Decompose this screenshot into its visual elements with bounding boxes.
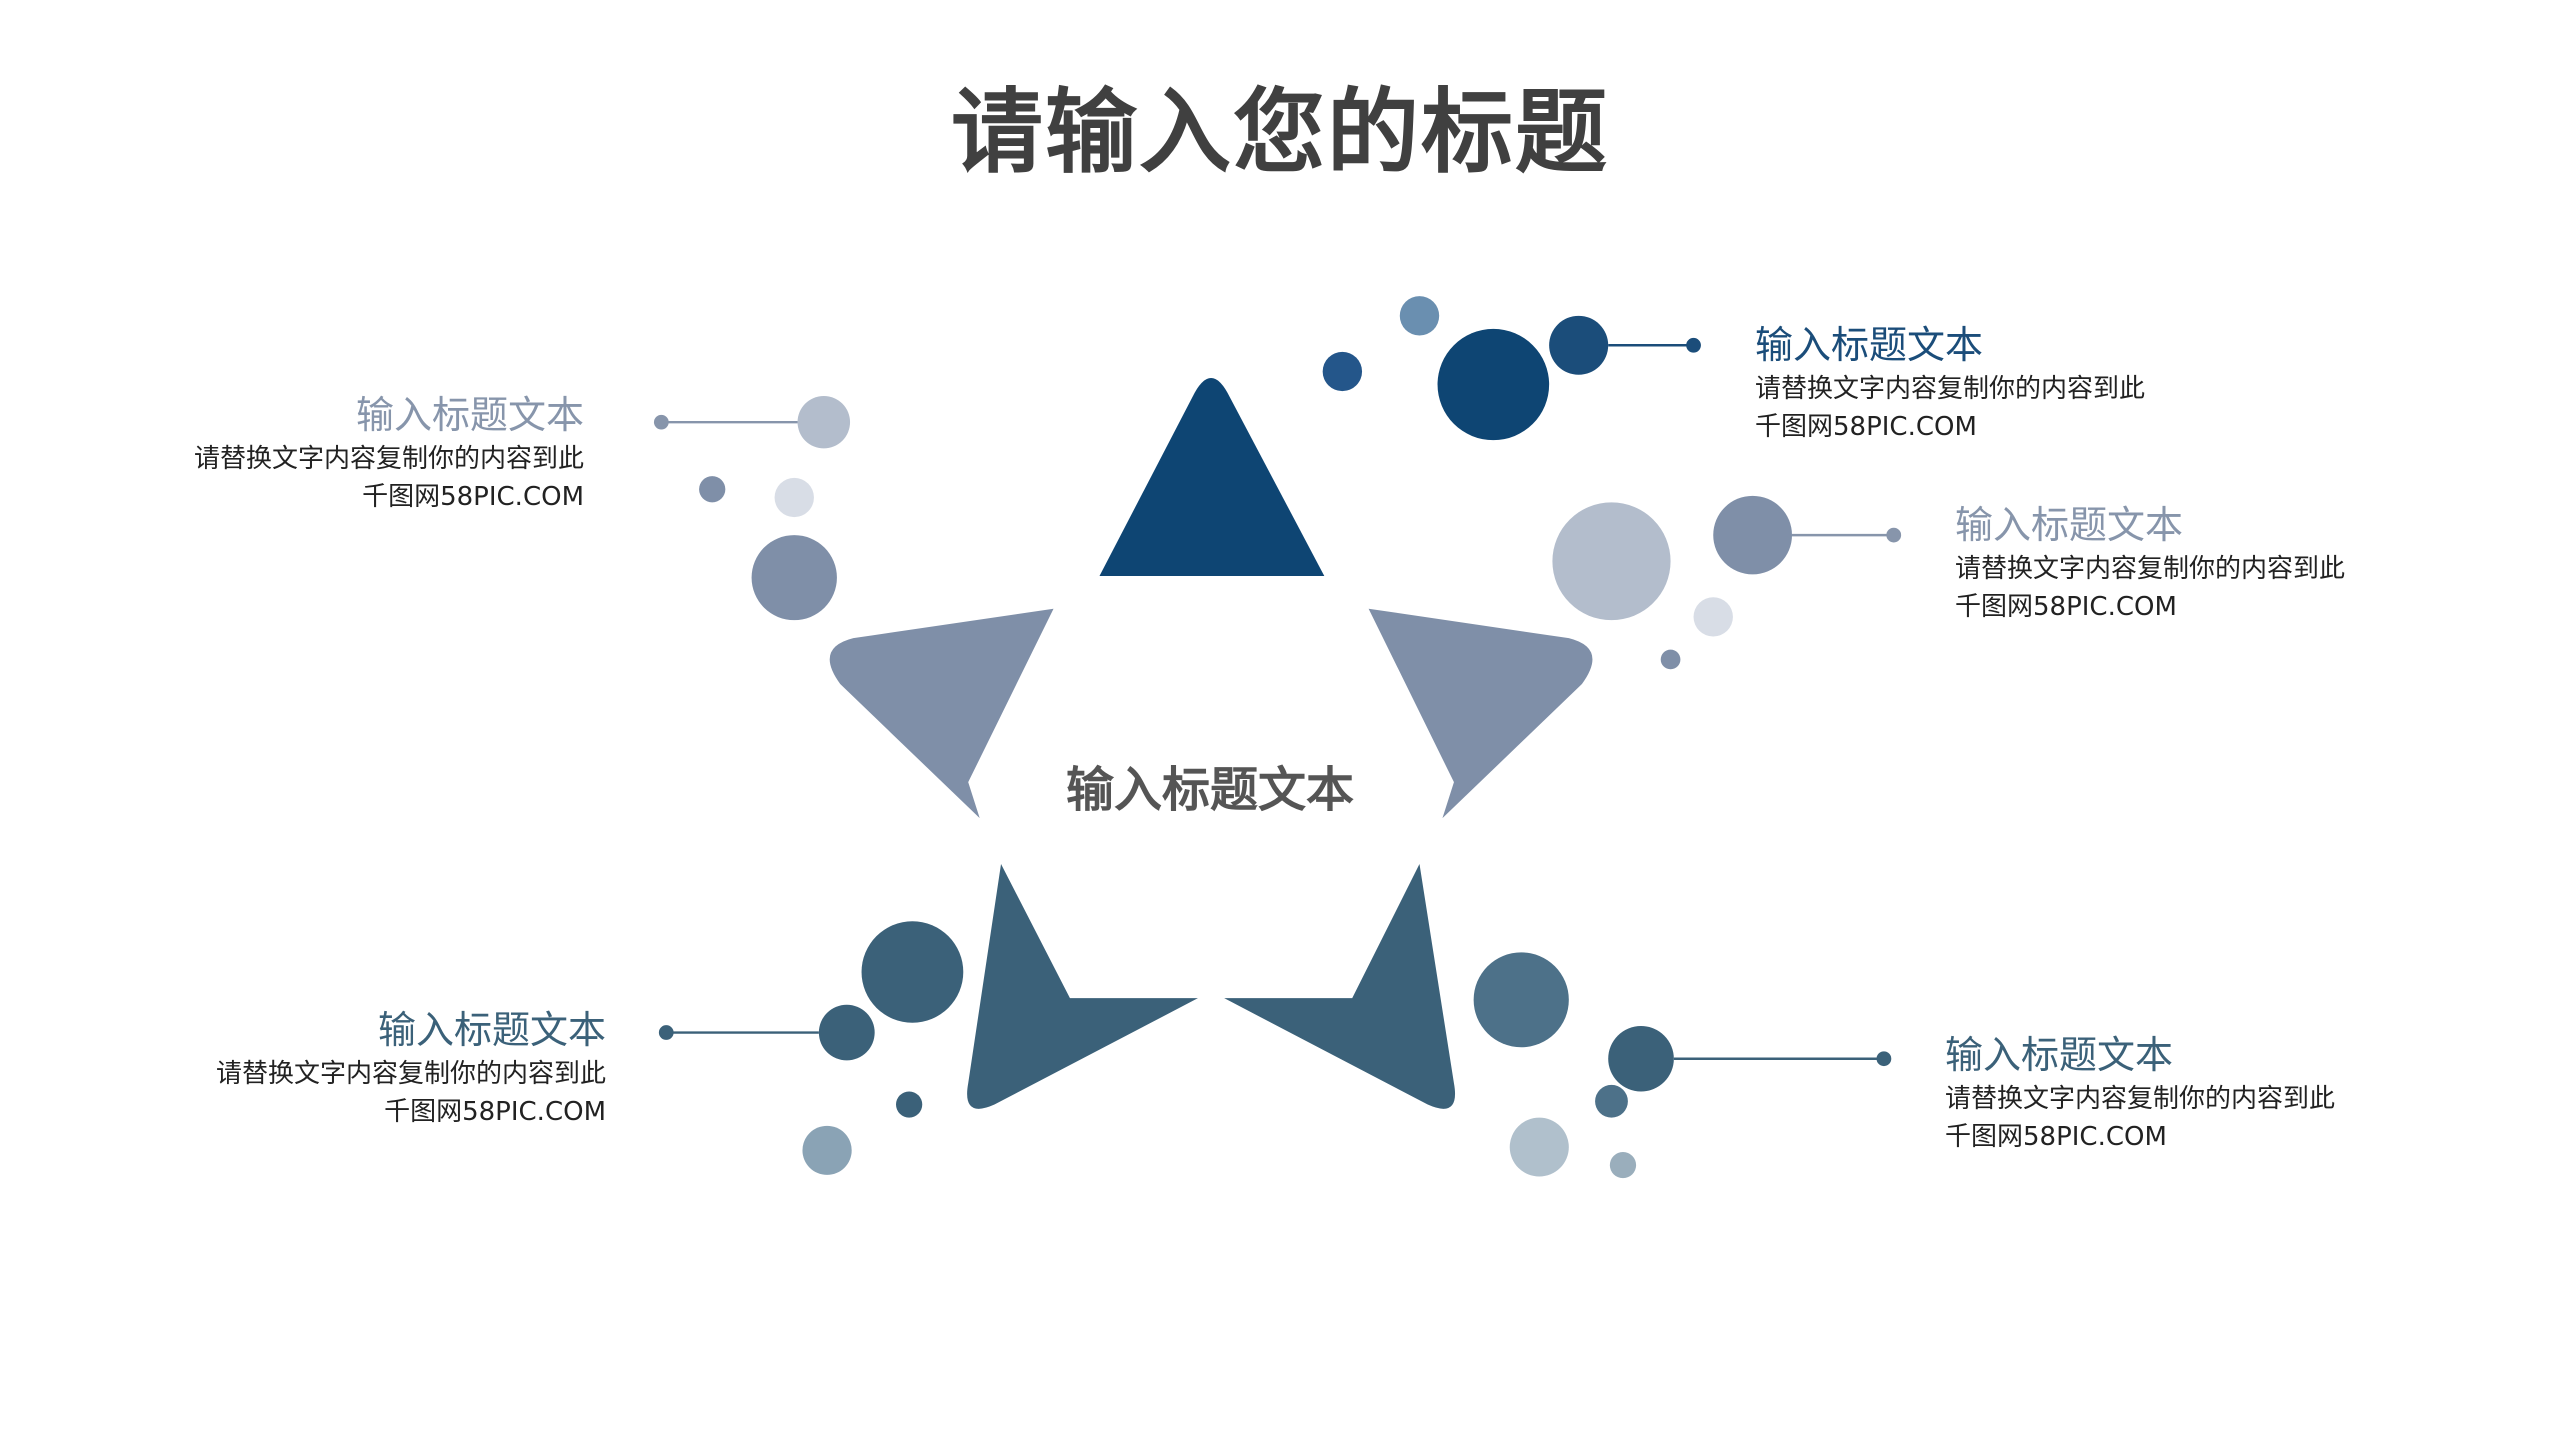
bubble — [1609, 1152, 1637, 1179]
block-source: 千图网58PIC.COM — [1755, 412, 1977, 442]
bubble — [1595, 1084, 1628, 1118]
block-heading: 输入标题文本 — [1955, 503, 2184, 547]
connector-dot — [1886, 527, 1902, 543]
block-heading: 输入标题文本 — [1755, 323, 1984, 367]
bubble — [1322, 351, 1363, 392]
connector-dot — [658, 1025, 674, 1040]
bubble — [1473, 952, 1569, 1048]
connector-dot — [653, 414, 669, 430]
bubble — [1552, 502, 1671, 621]
block-source: 千图网58PIC.COM — [1955, 592, 2177, 622]
block-desc: 请替换文字内容复制你的内容到此 — [193, 444, 584, 474]
block-desc: 请替换文字内容复制你的内容到此 — [1755, 374, 2146, 404]
bubble — [802, 1125, 852, 1175]
bubble — [1693, 597, 1733, 637]
connector-dot — [1876, 1051, 1892, 1067]
bubble — [774, 477, 814, 518]
star-arm-bottom-right — [1224, 864, 1456, 1109]
bubble — [1713, 495, 1792, 575]
block-desc: 请替换文字内容复制你的内容到此 — [1955, 554, 2346, 584]
star-arm-left — [829, 608, 1054, 819]
text-block-right-middle: 输入标题文本 请替换文字内容复制你的内容到此 千图网58PIC.COM — [1955, 500, 2515, 626]
text-block-right-top: 输入标题文本 请替换文字内容复制你的内容到此 千图网58PIC.COM — [1755, 320, 2315, 446]
connector-dot — [1686, 337, 1701, 353]
block-desc: 请替换文字内容复制你的内容到此 — [215, 1059, 606, 1089]
bubble — [699, 476, 726, 503]
block-source: 千图网58PIC.COM — [384, 1097, 606, 1127]
bubble — [797, 396, 851, 449]
block-source: 千图网58PIC.COM — [1945, 1122, 2167, 1152]
bubble — [1660, 649, 1681, 670]
bubble — [1399, 296, 1440, 336]
bubble — [1549, 315, 1609, 375]
bubble — [1437, 328, 1550, 441]
block-heading: 输入标题文本 — [355, 393, 584, 437]
block-heading: 输入标题文本 — [377, 1008, 606, 1052]
bubble — [896, 1091, 923, 1118]
star-arm-top — [1099, 378, 1325, 576]
block-source: 千图网58PIC.COM — [362, 482, 584, 512]
text-block-left-bottom: 输入标题文本 请替换文字内容复制你的内容到此 千图网58PIC.COM — [46, 1005, 606, 1131]
bubble — [861, 921, 964, 1023]
text-block-left-top: 输入标题文本 请替换文字内容复制你的内容到此 千图网58PIC.COM — [24, 390, 584, 516]
center-label: 输入标题文本 — [1065, 762, 1354, 818]
star-arm-right — [1368, 608, 1593, 819]
bubble — [751, 535, 837, 621]
page-title: 请输入您的标题 — [950, 79, 1609, 186]
text-block-right-bottom: 输入标题文本 请替换文字内容复制你的内容到此 千图网58PIC.COM — [1945, 1030, 2505, 1156]
bubble — [1608, 1026, 1674, 1092]
block-desc: 请替换文字内容复制你的内容到此 — [1945, 1084, 2336, 1114]
block-heading: 输入标题文本 — [1945, 1033, 2174, 1077]
star-arm-bottom-left — [967, 864, 1198, 1109]
bubble — [1509, 1117, 1569, 1177]
bubble — [818, 1004, 875, 1061]
